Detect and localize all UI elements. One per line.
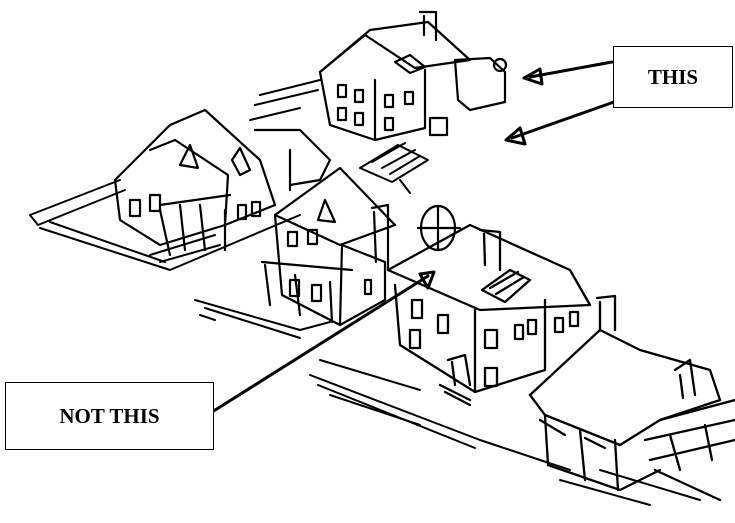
solar-array	[360, 143, 428, 193]
house-front	[388, 225, 735, 500]
arrow-this-lower	[506, 102, 614, 144]
satellite-dish	[418, 206, 460, 250]
not-this-label-box: NOT THIS	[5, 382, 214, 450]
house-back	[320, 12, 506, 140]
arrow-this-upper	[524, 62, 612, 84]
this-label-box: THIS	[613, 46, 733, 108]
not-this-label: NOT THIS	[59, 404, 159, 429]
this-label: THIS	[648, 65, 698, 90]
house-middle	[262, 168, 395, 325]
